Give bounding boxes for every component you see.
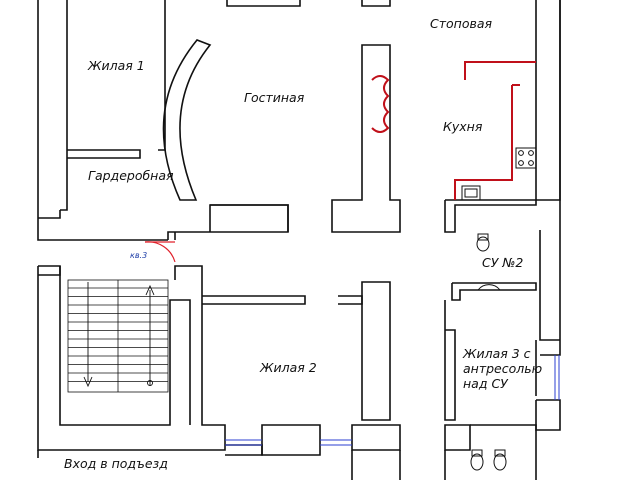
wall [67,149,141,159]
room-label-wardrobe: Гардеробная [88,168,174,183]
wall [444,199,537,233]
wall [261,424,321,456]
wall [451,282,537,301]
room-label-bath2: СУ №2 [482,255,524,270]
entrance-door-arc [144,241,176,263]
wall [37,0,168,241]
wall [167,204,289,240]
wall [338,295,363,305]
stair-arrow-icon [83,282,155,388]
wall [225,444,263,456]
toilet-icon [493,449,507,471]
kitchen-wall [371,75,390,133]
toilet-icon [476,233,490,252]
wall [37,265,226,451]
curved-wall [162,39,212,201]
wall [38,265,191,426]
wall [351,424,401,451]
wall [535,399,561,431]
wall [210,204,289,232]
kitchen-wall [464,61,536,80]
wall [444,300,456,421]
wall [60,0,68,211]
room-label-lounge: Гостиная [244,90,305,105]
apartment-number-label: кв.3 [130,251,148,260]
room-label-living3: Жилая 3 с антресолью над СУ [463,346,543,391]
wall [470,424,537,432]
entrance-label: Вход в подъезд [64,456,168,471]
wall [38,210,61,219]
toilet-icon [470,449,484,471]
kitchen-wall [454,85,513,200]
wall [226,0,301,7]
sink-icon [461,185,481,201]
stove-icon [515,147,537,169]
wall [202,295,306,305]
door-arc [477,284,501,291]
wall [361,281,391,421]
wall [535,0,561,201]
wall [361,0,391,7]
wall [539,230,560,341]
wall [38,266,61,276]
wall [331,44,401,233]
wall [540,0,561,356]
wall [444,424,471,451]
room-label-living2: Жилая 2 [260,360,317,375]
room-label-living1: Жилая 1 [88,58,145,73]
room-label-kitchen: Кухня [443,119,483,134]
room-label-dining: Стоповая [430,16,493,31]
